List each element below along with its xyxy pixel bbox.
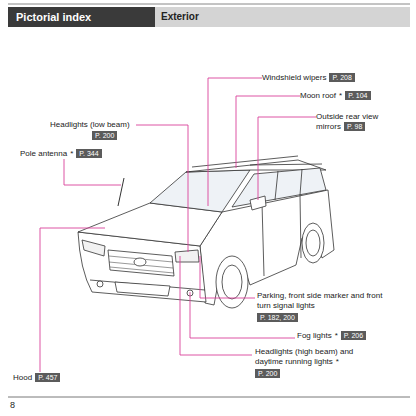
callout-group: Parking, front side marker and front tur… bbox=[257, 291, 392, 323]
front-wheel bbox=[216, 256, 248, 308]
callout-group: P. 200 bbox=[92, 131, 152, 141]
fog-light-left bbox=[97, 281, 103, 287]
asterisk-mark: * bbox=[335, 331, 338, 340]
grille bbox=[108, 250, 174, 276]
page-reference: P. 208 bbox=[332, 74, 351, 81]
suv-drawing bbox=[78, 156, 334, 308]
headlight-right bbox=[175, 250, 199, 262]
page-number: 8 bbox=[10, 400, 15, 410]
asterisk-mark: * bbox=[70, 149, 73, 158]
part-name: Windshield wipers bbox=[262, 73, 326, 82]
asterisk-mark: * bbox=[339, 91, 342, 100]
leader-lines bbox=[40, 78, 316, 372]
headlight-left bbox=[82, 240, 105, 256]
page-ref-box: P. 98 bbox=[344, 122, 365, 131]
side-windows bbox=[232, 168, 326, 207]
front-rim bbox=[222, 265, 242, 299]
rear-rim bbox=[306, 230, 320, 256]
page-ref-box: P. 200 bbox=[255, 369, 280, 378]
top-rule bbox=[8, 4, 410, 5]
leader-line bbox=[236, 96, 300, 168]
page-reference: P. 200 bbox=[95, 132, 114, 139]
part-name: Moon roof bbox=[300, 91, 336, 100]
lower-intake bbox=[115, 282, 170, 296]
callout-group: 8 bbox=[10, 400, 40, 411]
page-ref-box: P. 457 bbox=[35, 373, 60, 382]
antenna bbox=[118, 178, 124, 206]
page-reference: P. 457 bbox=[38, 374, 57, 381]
emblem bbox=[134, 258, 146, 266]
leader-line bbox=[40, 228, 105, 372]
title-band: Pictorial index bbox=[8, 7, 155, 27]
leader-line bbox=[64, 159, 121, 185]
callout-group: Headlights (low beam) bbox=[50, 120, 160, 130]
bottom-rule bbox=[8, 397, 410, 398]
page-reference: P. 206 bbox=[344, 332, 363, 339]
leader-line bbox=[208, 78, 262, 206]
page-ref-box: P. 182, 200 bbox=[257, 313, 298, 322]
leader-line bbox=[180, 256, 252, 355]
page-ref-box: P. 206 bbox=[341, 331, 366, 340]
callout-group: Hood P. 457 bbox=[13, 373, 93, 383]
rear-wheel bbox=[302, 223, 324, 263]
part-name: Hood bbox=[13, 373, 32, 382]
section-band: Exterior bbox=[155, 7, 410, 27]
leader-line bbox=[200, 256, 255, 298]
leader-line bbox=[136, 125, 188, 252]
callout-group: Pole antenna* P. 344 bbox=[20, 149, 140, 159]
section-title: Exterior bbox=[161, 11, 199, 22]
part-name: Fog lights bbox=[297, 331, 332, 340]
asterisk-mark: * bbox=[336, 357, 339, 366]
callout-group: Windshield wipers P. 208 bbox=[262, 73, 412, 83]
roof-rails bbox=[192, 156, 322, 167]
grille-bars bbox=[109, 256, 174, 273]
page-ref-box: P. 104 bbox=[345, 91, 370, 100]
window-pillars bbox=[275, 169, 302, 200]
page-ref-box: P. 344 bbox=[76, 149, 101, 158]
page-reference: P. 98 bbox=[347, 123, 362, 130]
page-reference: P. 344 bbox=[79, 150, 98, 157]
page-reference: P. 182, 200 bbox=[260, 314, 295, 321]
page-ref-box: P. 208 bbox=[329, 73, 354, 82]
title-text: Pictorial index bbox=[16, 11, 91, 23]
page-reference: P. 200 bbox=[258, 370, 277, 377]
callout-group: Headlights (high beam) and daytime runni… bbox=[255, 347, 373, 379]
callout-group: Fog lights* P. 206 bbox=[297, 331, 407, 341]
callout-group: Moon roof* P. 104 bbox=[300, 91, 412, 101]
door-lines bbox=[262, 195, 301, 276]
part-name: Headlights (low beam) bbox=[50, 120, 130, 129]
part-name: Pole antenna bbox=[20, 149, 67, 158]
leader-line bbox=[258, 117, 316, 200]
page-reference: P. 104 bbox=[348, 92, 367, 99]
part-name: Parking, front side marker and front tur… bbox=[257, 291, 382, 310]
callout-group: Outside rear view mirrorsP. 98 bbox=[316, 112, 401, 132]
page-ref-box: P. 200 bbox=[92, 131, 117, 140]
